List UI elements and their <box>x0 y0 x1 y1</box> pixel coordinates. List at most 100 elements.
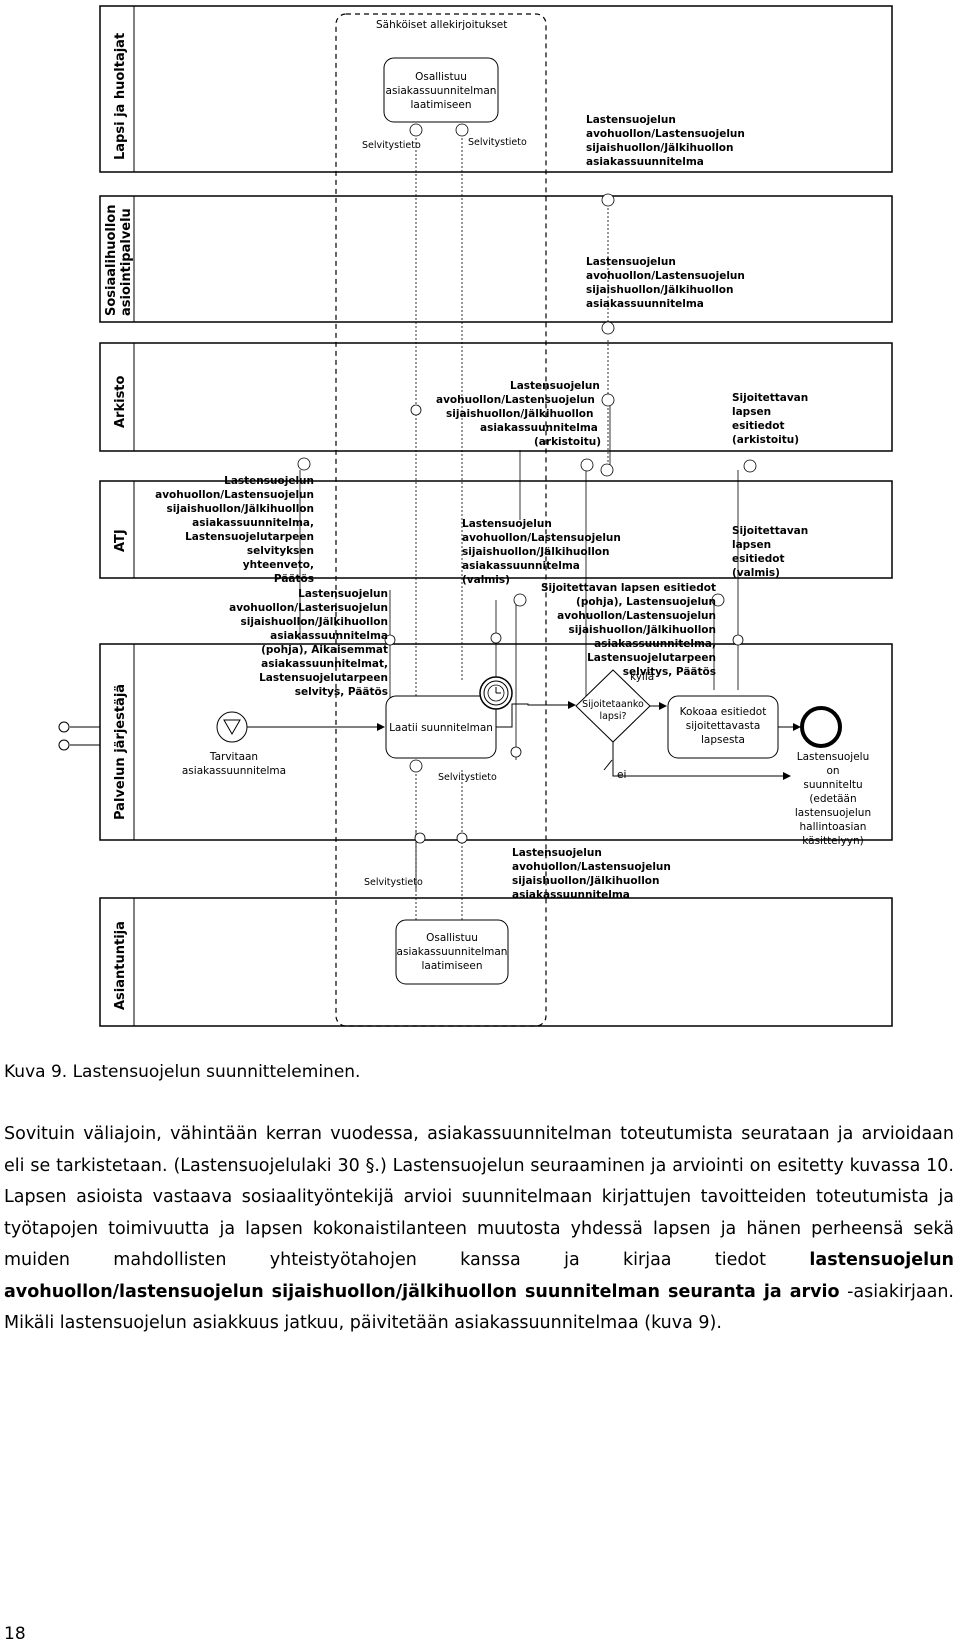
data-object-atj-esitiedot-valmis: Sijoitettavan lapsen esitiedot (valmis) <box>732 525 808 579</box>
clock-icon <box>487 684 505 702</box>
svg-text:Lastensuojelun: Lastensuojelun <box>462 518 552 530</box>
timer-event <box>479 676 513 710</box>
svg-text:esitiedot: esitiedot <box>732 420 784 432</box>
svg-text:avohuollon/Lastensuojelun: avohuollon/Lastensuojelun <box>229 602 388 614</box>
svg-text:lapsen: lapsen <box>732 539 771 551</box>
svg-text:(valmis): (valmis) <box>462 574 510 586</box>
figure-caption: Kuva 9. Lastensuojelun suunnitteleminen. <box>4 1062 361 1082</box>
svg-text:Lastensuojelun: Lastensuojelun <box>224 475 314 487</box>
start-event: Tarvitaan asiakassuunnitelma <box>58 711 286 777</box>
lane-label-asiantuntija: Asiantuntija <box>113 921 128 1010</box>
svg-text:suunniteltu: suunniteltu <box>803 779 862 791</box>
svg-text:avohuollon/Lastensuojelun: avohuollon/Lastensuojelun <box>436 394 595 406</box>
svg-text:asiakassuunnitelma,: asiakassuunnitelma, <box>594 638 716 650</box>
svg-text:avohuollon/Lastensuojelun: avohuollon/Lastensuojelun <box>462 532 621 544</box>
svg-text:laatimiseen: laatimiseen <box>410 99 471 111</box>
task-osallistuu-top: Osallistuu asiakassuunnitelman laatimise… <box>383 57 499 123</box>
page-number: 18 <box>4 1624 26 1644</box>
svg-text:avohuollon/Lastensuojelun: avohuollon/Lastensuojelun <box>586 128 745 140</box>
svg-text:Päätös: Päätös <box>274 573 314 585</box>
svg-text:Lastensuojelutarpeen: Lastensuojelutarpeen <box>587 652 716 664</box>
lane-label-lapsi: Lapsi ja huoltajat <box>113 33 128 160</box>
group-title: Sähköiset allekirjoitukset <box>376 19 507 31</box>
gateway-no-label: ei <box>617 769 626 781</box>
svg-text:sijaishuollon/Jälkihuollon: sijaishuollon/Jälkihuollon <box>241 616 389 628</box>
message-flows <box>299 130 739 920</box>
svg-text:Kokoaa esitiedot: Kokoaa esitiedot <box>680 706 767 718</box>
svg-text:avohuollon/Lastensuojelun: avohuollon/Lastensuojelun <box>557 610 716 622</box>
svg-text:sijoitettavasta: sijoitettavasta <box>686 720 761 732</box>
paragraph-bold: lastensuojelun avohuollon/lastensuojelun… <box>4 1250 954 1302</box>
svg-text:yhteenveto,: yhteenveto, <box>243 559 314 571</box>
data-object-atj-left: Lastensuojelun avohuollon/Lastensuojelun… <box>155 475 314 585</box>
svg-text:(valmis): (valmis) <box>732 567 780 579</box>
svg-text:sijaishuollon/Jälkihuollon: sijaishuollon/Jälkihuollon <box>446 408 594 420</box>
svg-text:laatimiseen: laatimiseen <box>421 960 482 972</box>
data-object-lapsi: Lastensuojelun avohuollon/Lastensuojelun… <box>586 114 745 168</box>
svg-text:asiakassuunnitelma: asiakassuunnitelma <box>182 765 286 777</box>
svg-text:(pohja), Lastensuojelun: (pohja), Lastensuojelun <box>576 596 716 608</box>
association-markers <box>297 123 757 844</box>
svg-text:Lastensuojelu: Lastensuojelu <box>797 751 870 763</box>
svg-text:Lastensuojelun: Lastensuojelun <box>510 380 600 392</box>
svg-text:selvitys, Päätös: selvitys, Päätös <box>623 666 716 678</box>
selvitystieto-label-3: Selvitystieto <box>438 772 497 783</box>
svg-text:Lastensuojelun: Lastensuojelun <box>586 256 676 268</box>
lane-sosiaalihuolto: Sosiaalihuollon asiointipalvelu <box>99 195 893 323</box>
svg-text:selvitys, Päätös: selvitys, Päätös <box>295 686 388 698</box>
svg-text:sijaishuollon/Jälkihuollon: sijaishuollon/Jälkihuollon <box>586 284 734 296</box>
task-osallistuu-bottom: Osallistuu asiakassuunnitelman laatimise… <box>395 919 509 985</box>
process-diagram: Lapsi ja huoltajat Sosiaalihuollon asioi… <box>58 5 893 1027</box>
svg-text:Lastensuojelutarpeen: Lastensuojelutarpeen <box>259 672 388 684</box>
svg-text:sijaishuollon/Jälkihuollon: sijaishuollon/Jälkihuollon <box>512 875 660 887</box>
svg-text:hallintoasian: hallintoasian <box>800 821 867 833</box>
svg-text:Lastensuojelun: Lastensuojelun <box>512 847 602 859</box>
svg-text:Laatii suunnitelman: Laatii suunnitelman <box>389 722 493 734</box>
data-object-arkisto-esitiedot: Sijoitettavan lapsen esitiedot (arkistoi… <box>732 392 808 446</box>
svg-text:Lastensuojelutarpeen: Lastensuojelutarpeen <box>185 531 314 543</box>
svg-text:lapsen: lapsen <box>732 406 771 418</box>
paragraph-part-2: -asiakirjaan. Mikäli lastensuojelun asia… <box>4 1281 954 1334</box>
data-object-bottom: Lastensuojelun avohuollon/Lastensuojelun… <box>512 847 671 901</box>
selvitystieto-label-2: Selvitystieto <box>468 137 527 148</box>
svg-text:avohuollon/Lastensuojelun: avohuollon/Lastensuojelun <box>512 861 671 873</box>
group-signatures: Sähköiset allekirjoitukset <box>335 13 547 1027</box>
svg-text:Sijoitettavan: Sijoitettavan <box>732 525 808 537</box>
svg-text:(edetään: (edetään <box>809 793 856 805</box>
task-laatii: Laatii suunnitelman <box>385 695 497 759</box>
svg-text:(pohja), Aikaisemmat: (pohja), Aikaisemmat <box>261 644 388 656</box>
data-object-atj-esitiedot-pohja: Sijoitettavan lapsen esitiedot (pohja), … <box>541 582 716 678</box>
svg-text:asiakassuunnitelman: asiakassuunnitelman <box>386 85 497 97</box>
svg-text:sijaishuollon/Jälkihuollon: sijaishuollon/Jälkihuollon <box>569 624 717 636</box>
svg-text:asiakassuunnitelmat,: asiakassuunnitelmat, <box>261 658 388 670</box>
lane-label-sosiaalihuolto-1: Sosiaalihuollon <box>104 205 119 316</box>
gateway-yes-label: kyllä <box>630 671 654 683</box>
svg-text:lapsesta: lapsesta <box>701 734 745 746</box>
svg-text:asiakassuunnitelma: asiakassuunnitelma <box>586 298 704 310</box>
svg-text:asiakassuunnitelman: asiakassuunnitelman <box>397 946 508 958</box>
svg-text:Osallistuu: Osallistuu <box>415 71 467 83</box>
svg-text:Sijoitettavan lapsen esitiedot: Sijoitettavan lapsen esitiedot <box>541 582 716 594</box>
svg-text:(arkistoitu): (arkistoitu) <box>534 436 601 448</box>
lane-label-palvelun: Palvelun järjestäjä <box>113 684 128 820</box>
svg-text:Osallistuu: Osallistuu <box>426 932 478 944</box>
lane-label-sosiaalihuolto-2: asiointipalvelu <box>119 208 134 316</box>
svg-text:Lastensuojelun: Lastensuojelun <box>298 588 388 600</box>
data-object-atj-left-2: Lastensuojelun avohuollon/Lastensuojelun… <box>229 588 388 698</box>
svg-text:Sijoitetaanko: Sijoitetaanko <box>582 699 644 710</box>
message-icon <box>223 719 241 736</box>
svg-text:sijaishuollon/Jälkihuollon: sijaishuollon/Jälkihuollon <box>167 503 315 515</box>
svg-text:Tarvitaan: Tarvitaan <box>209 751 258 763</box>
svg-text:käsittelyyn): käsittelyyn) <box>802 835 864 847</box>
svg-text:Lastensuojelun: Lastensuojelun <box>586 114 676 126</box>
svg-text:asiakassuunnitelma: asiakassuunnitelma <box>512 889 630 901</box>
svg-text:avohuollon/Lastensuojelun: avohuollon/Lastensuojelun <box>155 489 314 501</box>
svg-text:(arkistoitu): (arkistoitu) <box>732 434 799 446</box>
body-paragraph: Sovituin väliajoin, vähintään kerran vuo… <box>4 1119 954 1340</box>
lane-label-arkisto: Arkisto <box>113 375 128 428</box>
selvitystieto-label-1: Selvitystieto <box>362 140 421 151</box>
data-object-sosiaali: Lastensuojelun avohuollon/Lastensuojelun… <box>586 256 745 310</box>
svg-text:lastensuojelun: lastensuojelun <box>795 807 871 819</box>
selvitystieto-label-4: Selvitystieto <box>364 877 423 888</box>
svg-text:esitiedot: esitiedot <box>732 553 784 565</box>
